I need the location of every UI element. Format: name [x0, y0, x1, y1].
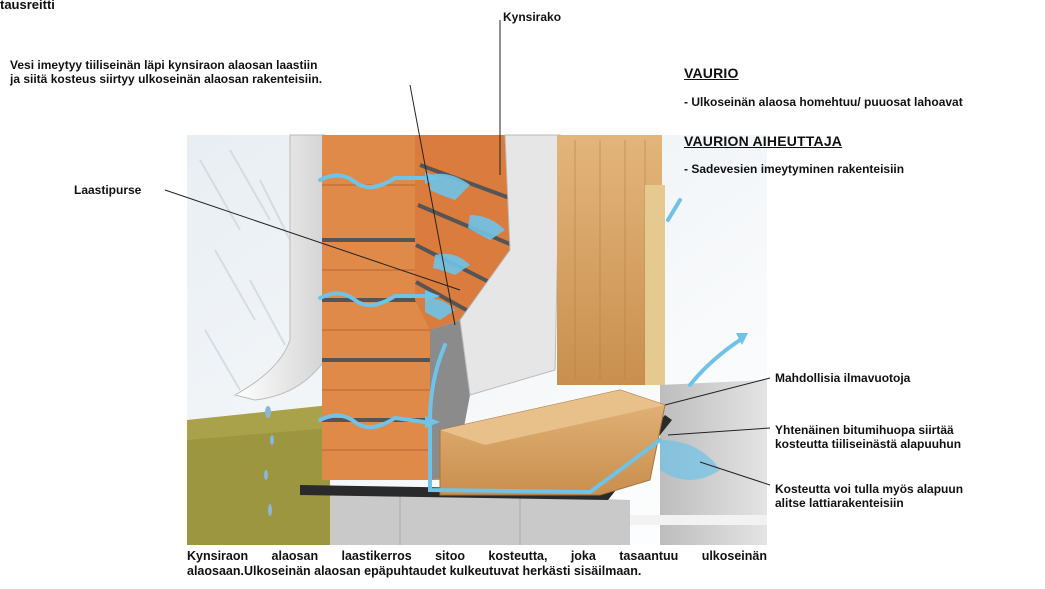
label-water-line2: ja siitä kosteus siirtyy ulkoseinän alao… — [10, 72, 322, 86]
interior-board — [645, 185, 665, 385]
caption-line1: Kynsiraon alaosan laastikerros sitoo kos… — [187, 549, 767, 564]
label-kynsirako: Kynsirako — [503, 10, 561, 24]
label-bitumi-line1: Yhtenäinen bitumihuopa siirtää — [775, 423, 954, 437]
vaurio-heading: VAURIO — [684, 65, 739, 81]
label-ilmavuotoja: Mahdollisia ilmavuotoja — [775, 371, 910, 385]
figure-caption: Kynsiraon alaosan laastikerros sitoo kos… — [187, 549, 767, 579]
aiheuttaja-text: - Sadevesien imeytyminen rakenteisiin — [684, 162, 904, 176]
label-water-line1: Vesi imeytyy tiiliseinän läpi kynsiraon … — [10, 58, 317, 72]
aiheuttaja-heading: VAURION AIHEUTTAJA — [684, 133, 842, 149]
label-alapuu-line1: Kosteutta voi tulla myös alapuun — [775, 482, 963, 496]
top-fragment-text: tausreitti — [0, 0, 55, 12]
vaurio-text: - Ulkoseinän alaosa homehtuu/ puuosat la… — [684, 95, 963, 109]
label-alapuu-line2: alitse lattiarakenteisiin — [775, 496, 904, 510]
label-bitumi-line2: kosteutta tiiliseinästä alapuuhun — [775, 437, 961, 451]
label-laastipurse: Laastipurse — [74, 183, 141, 197]
caption-line2: alaosaan.Ulkoseinän alaosan epäpuhtaudet… — [187, 564, 767, 579]
